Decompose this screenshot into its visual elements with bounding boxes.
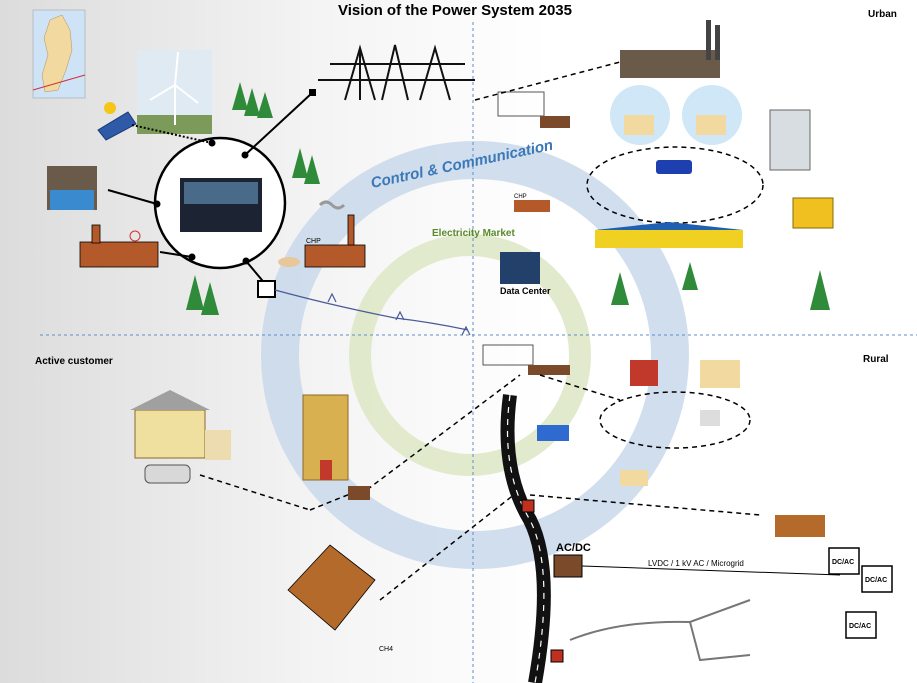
electricity-market-ring [349, 234, 591, 476]
dcac-label-2: DC/AC [865, 577, 887, 584]
chp-label-small: CHP [514, 194, 527, 200]
substation-icon [497, 91, 570, 128]
bank-icon [792, 197, 834, 229]
row-houses-icon [595, 222, 743, 248]
solar-panel-icon [97, 102, 137, 141]
customer-connections [199, 374, 521, 601]
substation-icon [550, 649, 564, 663]
transmission-tower-icon [318, 44, 475, 101]
electricity-market-label: Electricity Market [432, 228, 515, 239]
urban-distribution-loop [586, 146, 764, 224]
bus-icon [656, 160, 692, 174]
quadrant-label-urban: Urban [868, 9, 897, 20]
trees-icon [232, 82, 273, 118]
customer-house-icon [130, 390, 231, 460]
dcac-label-3: DC/AC [849, 623, 871, 630]
data-center-icon [500, 252, 540, 284]
quadrant-label-rural: Rural [863, 354, 889, 365]
rural-distribution-loop [599, 391, 751, 449]
data-center-label: Data Center [500, 286, 551, 296]
dashed-link [529, 494, 761, 516]
acdc-converter [553, 554, 583, 578]
factory-icon [620, 20, 720, 78]
lvdc-label: LVDC / 1 kV AC / Microgrid [648, 559, 744, 568]
lv-network [569, 599, 751, 662]
chp-label: CHP [306, 238, 321, 245]
acdc-label: AC/DC [556, 542, 591, 554]
hub-junction-node [309, 89, 316, 96]
quadrant-label-active-customer: Active customer [35, 356, 113, 367]
dashed-link [539, 374, 621, 401]
nuclear-plant-icon [79, 224, 159, 268]
control-room-hub [153, 136, 287, 270]
factory-icon [537, 425, 569, 441]
electric-car-icon [144, 464, 191, 484]
hospital-icon [769, 109, 811, 171]
hub-junction-box [257, 280, 276, 298]
dcac-label-1: DC/AC [832, 559, 854, 566]
substation-icon [348, 486, 370, 500]
chp-plant-icon [278, 200, 366, 268]
page-title: Vision of the Power System 2035 [338, 2, 572, 19]
apartment-building-icon [302, 394, 349, 481]
chp-small-icon [514, 200, 550, 212]
rural-buildings-icon [620, 360, 825, 537]
wind-turbine-icon [137, 50, 212, 134]
finland-map [32, 9, 86, 99]
substation-icon [521, 499, 535, 513]
greenhouse-icon [287, 544, 376, 631]
ch4-label: CH4 [379, 646, 393, 653]
control-communication-ring [261, 141, 689, 569]
houses-in-bubbles-icon [610, 85, 742, 145]
power-line-icon [274, 289, 471, 336]
dcac-inverter [828, 547, 893, 639]
dashed-link [474, 61, 621, 101]
trees-icon [292, 148, 320, 184]
trees-icon [611, 262, 830, 310]
hydro-dam-icon [47, 166, 97, 210]
trees-icon [186, 275, 219, 315]
lvdc-line [581, 565, 841, 576]
substation-icon [482, 344, 570, 375]
